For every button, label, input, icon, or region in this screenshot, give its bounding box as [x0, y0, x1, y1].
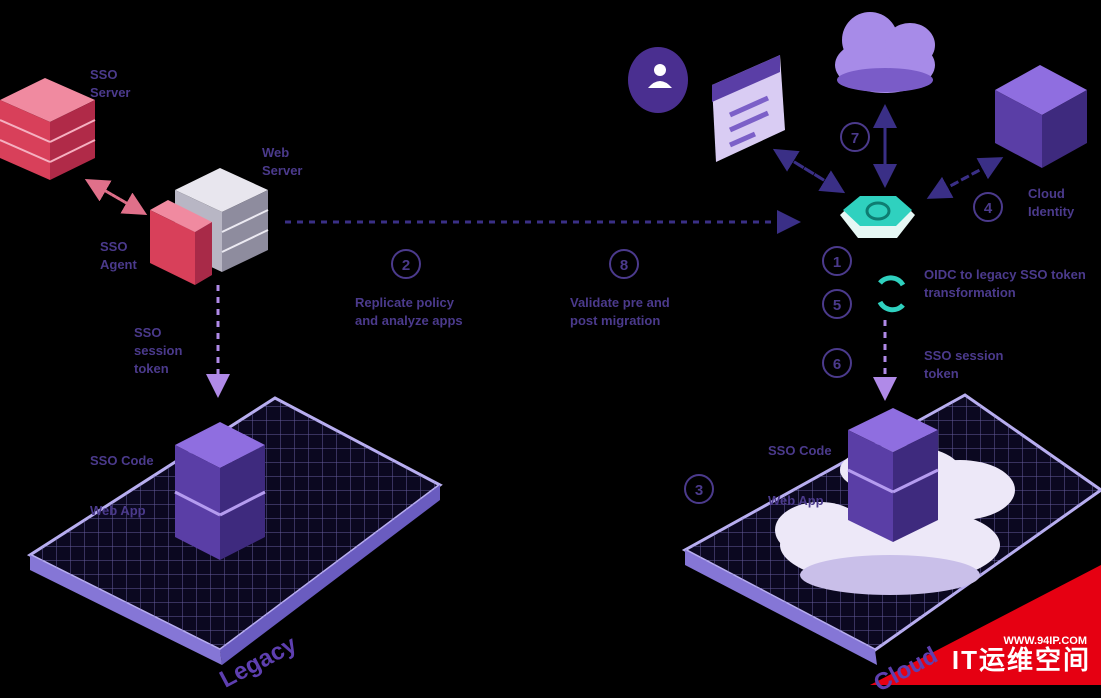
cloud-identity-icon [995, 65, 1087, 168]
validate-migration-label: Validate pre and post migration [570, 295, 670, 328]
sso-session-token-right-label: SSO session token [924, 348, 1004, 381]
step-3-badge: 3 [684, 474, 714, 504]
sso-session-token-left-label: SSO session token [134, 325, 183, 376]
sso-server-icon [0, 78, 96, 180]
step-8-badge: 8 [609, 249, 639, 279]
sso-agent-label: SSO Agent [100, 239, 137, 272]
sso-agent-icon [150, 200, 212, 285]
watermark-corner [870, 565, 1101, 685]
sync-icon [877, 275, 906, 313]
legacy-web-app-block [174, 422, 266, 560]
cloud-web-app-block [847, 408, 939, 542]
step-6-badge: 6 [822, 348, 852, 378]
web-server-label: Web Server [262, 145, 303, 178]
user-icon [628, 47, 688, 113]
sso-code-left-label: SSO Code [90, 453, 154, 468]
step-2-badge: 2 [391, 249, 421, 279]
web-app-left-label: Web App [90, 503, 146, 518]
oidc-transformation-label: OIDC to legacy SSO token transformation [924, 267, 1086, 300]
web-app-right-label: Web App [768, 493, 824, 508]
watermark-text: IT运维空间 [951, 645, 1091, 675]
identity-hub-icon [840, 196, 915, 238]
sso-code-right-label: SSO Code [768, 443, 832, 458]
sso-server-label: SSO Server [90, 67, 131, 100]
cloud-identity-label: Cloud Identity [1028, 186, 1075, 219]
browser-window-icon [712, 55, 785, 162]
step-7-badge: 7 [840, 122, 870, 152]
cloud-icon [835, 12, 935, 93]
connectors [84, 104, 1004, 401]
step-1-badge: 1 [822, 246, 852, 276]
step-5-badge: 5 [822, 289, 852, 319]
watermark-url: WWW.94IP.COM [1003, 635, 1087, 647]
step-4-badge: 4 [973, 192, 1003, 222]
replicate-policy-label: Replicate policy and analyze apps [355, 295, 463, 328]
